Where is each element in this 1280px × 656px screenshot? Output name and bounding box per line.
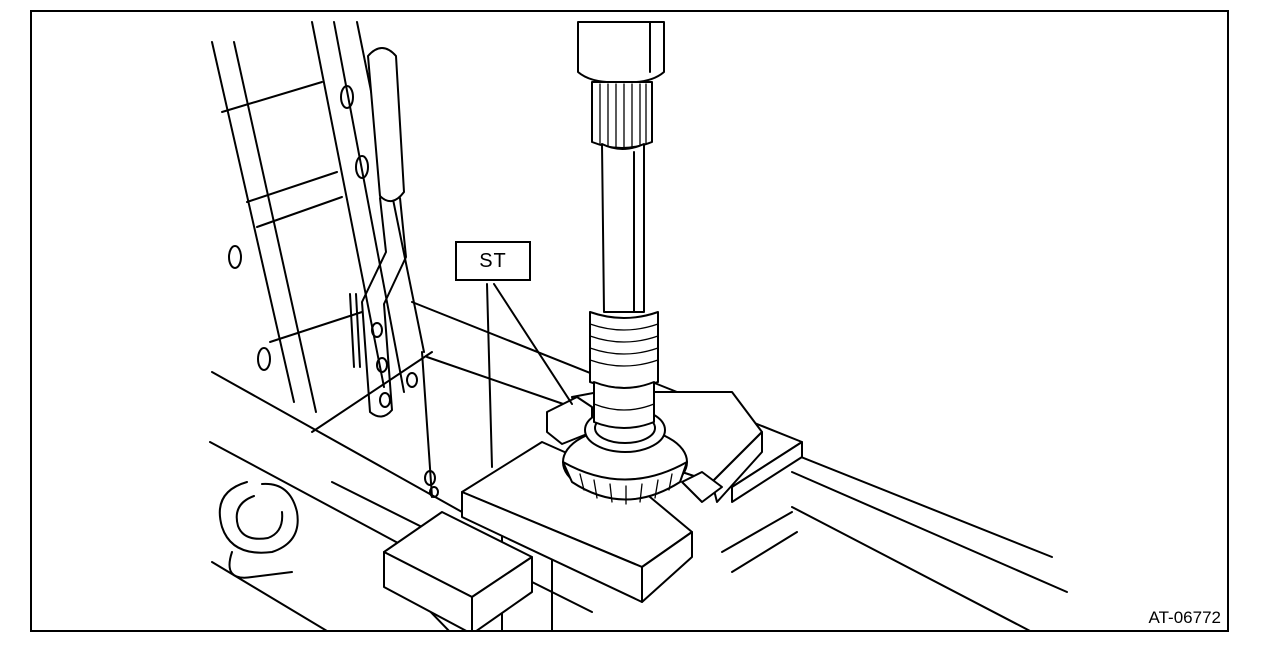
hook xyxy=(218,481,299,579)
callout-st-label: ST xyxy=(455,241,531,281)
shaft xyxy=(577,21,665,429)
support-block xyxy=(383,511,533,630)
press-handle xyxy=(349,47,407,418)
callout-leaders xyxy=(486,283,573,468)
diagram-frame: ST AT-06772 xyxy=(30,10,1229,632)
figure-reference-code: AT-06772 xyxy=(1148,608,1221,627)
bearing-remover-tool xyxy=(461,381,803,603)
press-bearing-illustration xyxy=(209,21,1068,630)
